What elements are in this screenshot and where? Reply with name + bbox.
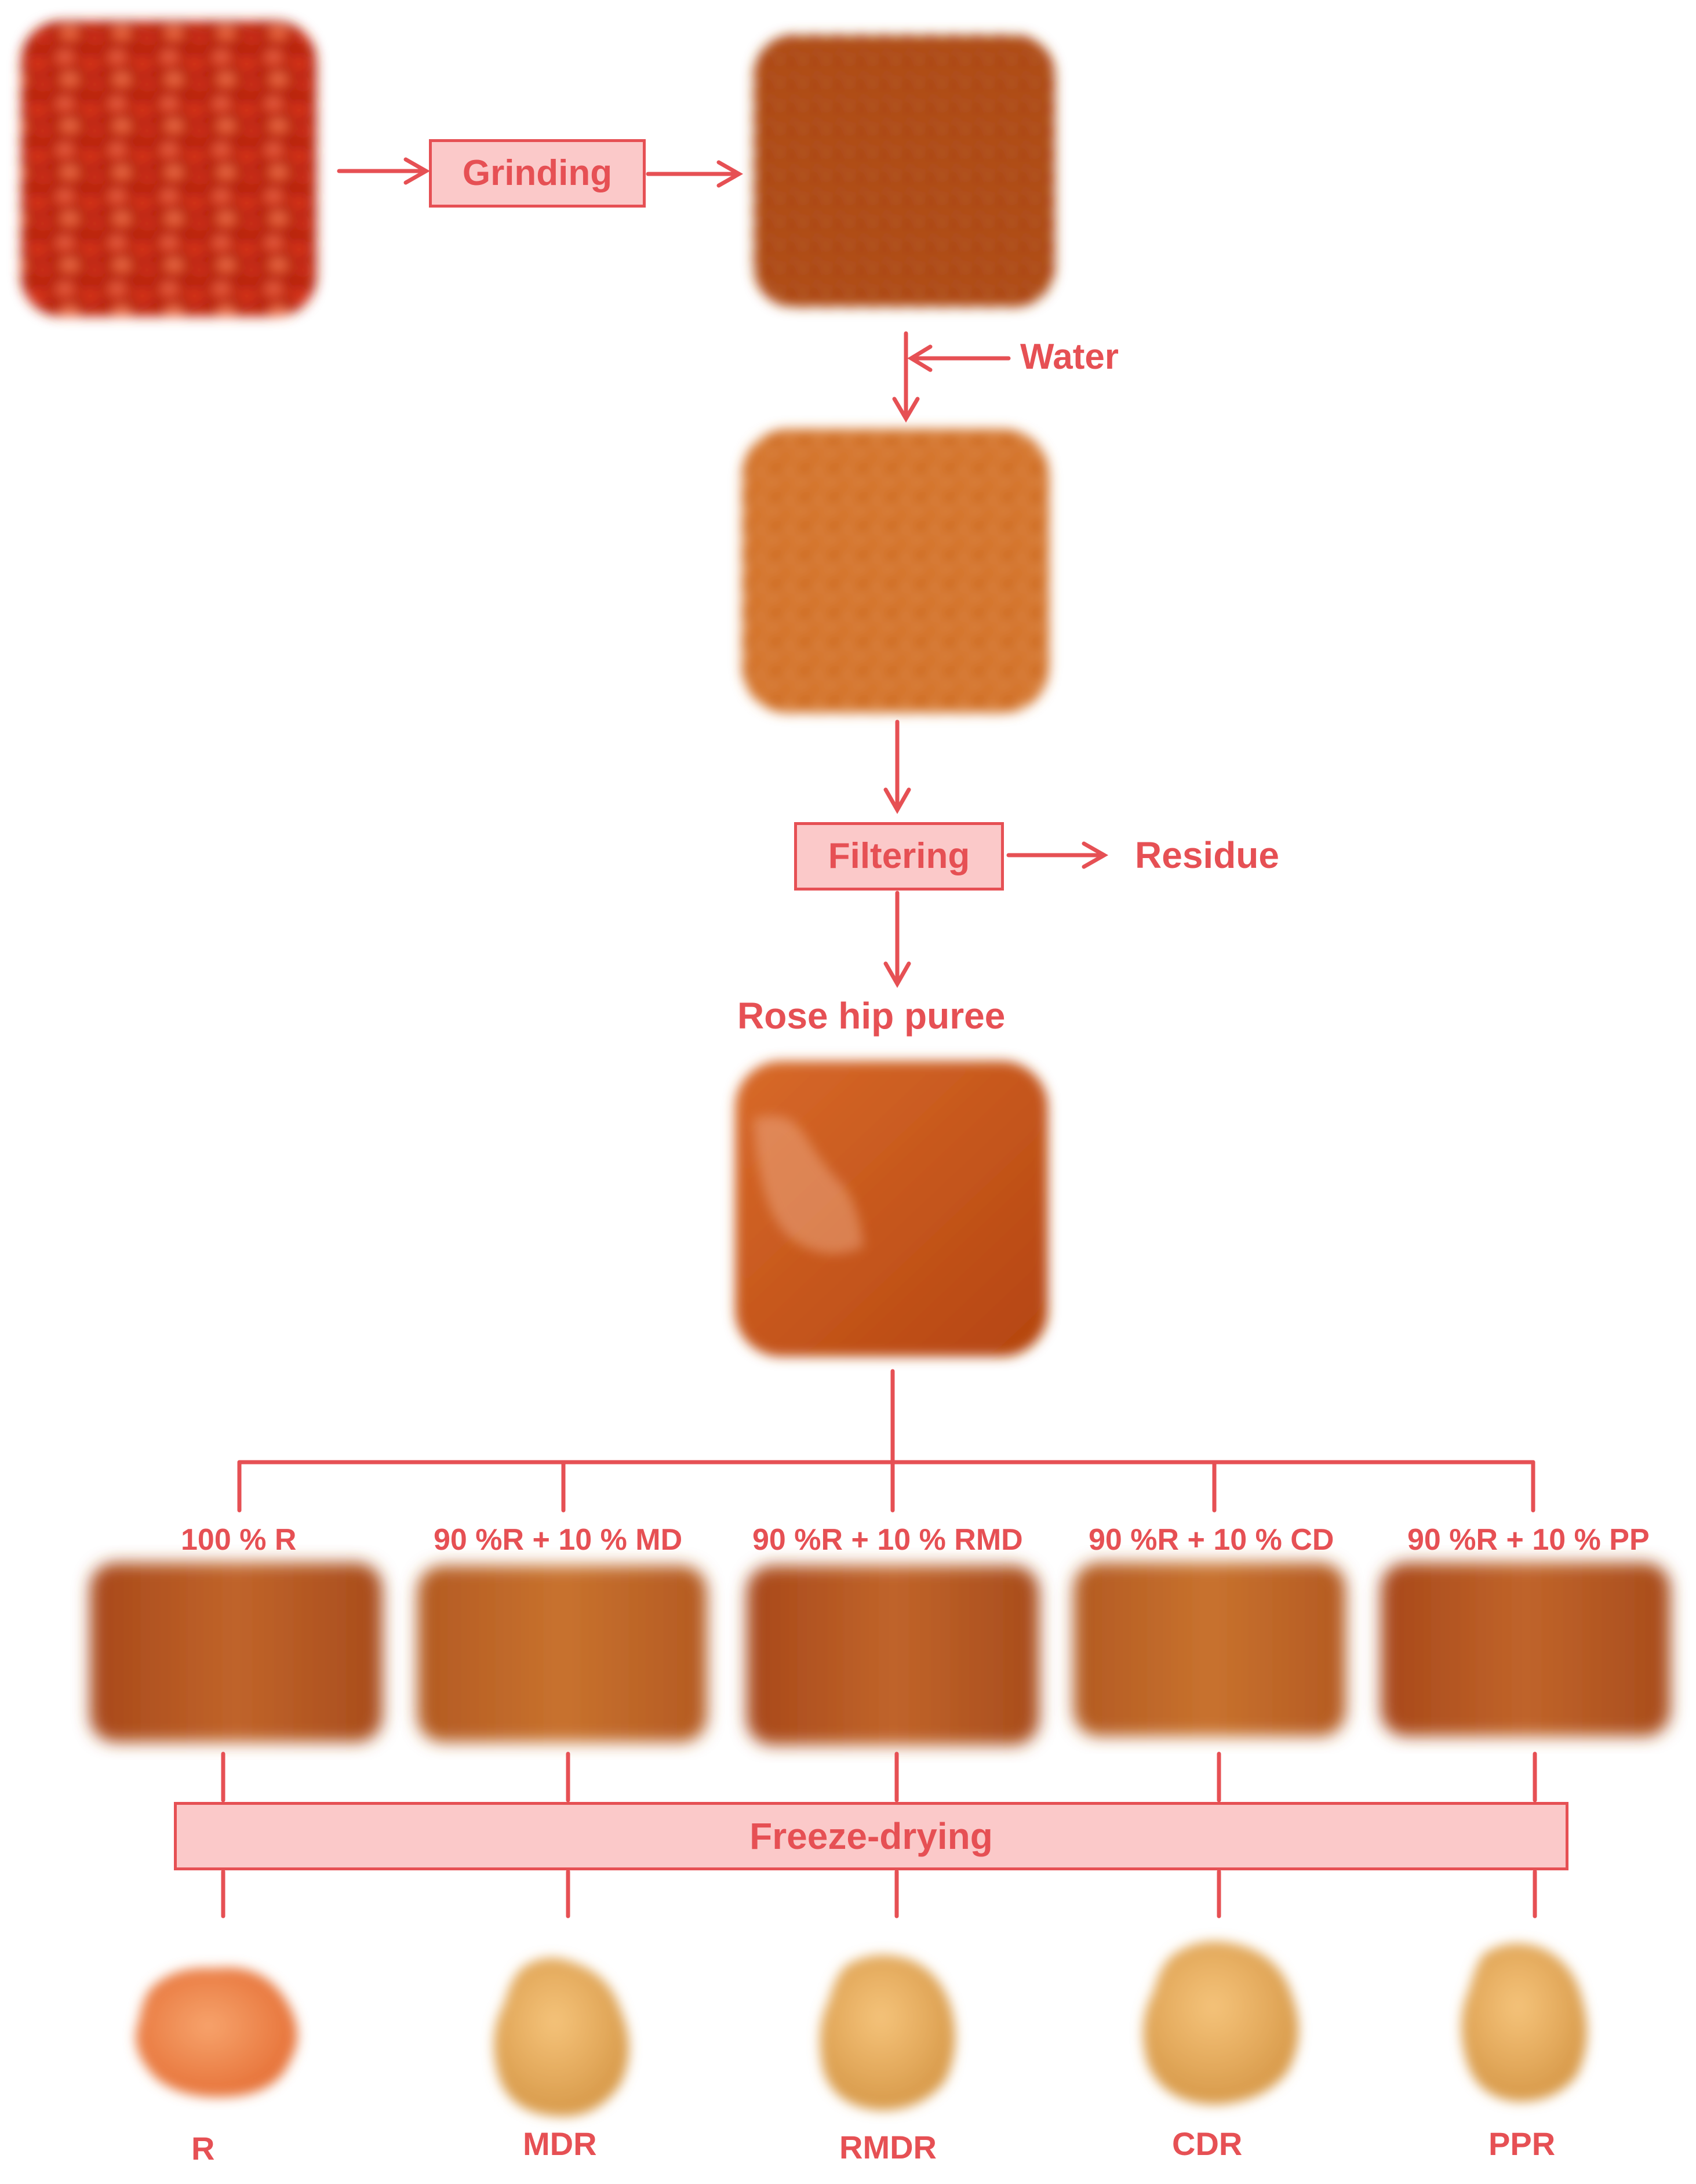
mixture-RMD-image [747,1565,1039,1745]
residue-label: Residue [1135,834,1279,876]
arrowhead [716,160,744,188]
powder-RMDR-image [820,1955,955,2110]
product-label-1: R [191,2130,215,2167]
filtering-box: Filtering [794,822,1004,891]
grinding-label: Grinding [462,153,613,193]
formulation-label-1: 100 % R [181,1523,297,1557]
mixture-MD-image [417,1565,707,1742]
product-label-3: RMDR [839,2129,937,2165]
connectors [221,157,1537,1918]
arrowhead [883,961,911,989]
rose-hips-image [21,21,316,317]
product-label-4: CDR [1172,2125,1243,2162]
water-label: Water [1020,337,1119,377]
formulation-label-4: 90 %R + 10 % CD [1089,1523,1334,1557]
arrowhead [892,397,920,423]
formulation-label-2: 90 %R + 10 % MD [434,1523,683,1557]
arrowhead [1082,841,1109,869]
arrowhead [907,344,933,372]
powder-CDR-image [1143,1941,1299,2105]
formulation-label-3: 90 %R + 10 % RMD [752,1523,1023,1557]
puree-image [735,1061,1048,1357]
mixture-PP-image [1381,1562,1670,1736]
formulation-label-5: 90 %R + 10 % PP [1407,1523,1650,1557]
arrowhead [883,787,911,815]
powder-MDR-image [494,1958,629,2117]
mixture-100-R-image [90,1562,383,1742]
filtering-label: Filtering [828,836,970,876]
ground-rose-hips-image [754,35,1055,307]
mash-image [742,429,1049,713]
mixture-CD-image [1073,1562,1346,1736]
freeze-drying-label: Freeze-drying [749,1815,993,1857]
grinding-box: Grinding [429,139,646,208]
freeze-drying-box: Freeze-drying [174,1802,1568,1870]
powder-R-image [136,1967,297,2097]
product-label-5: PPR [1488,2125,1556,2162]
arrowhead [403,157,431,185]
product-label-2: MDR [523,2125,597,2162]
powder-PPR-image [1461,1943,1587,2102]
puree-label: Rose hip puree [737,995,1006,1037]
